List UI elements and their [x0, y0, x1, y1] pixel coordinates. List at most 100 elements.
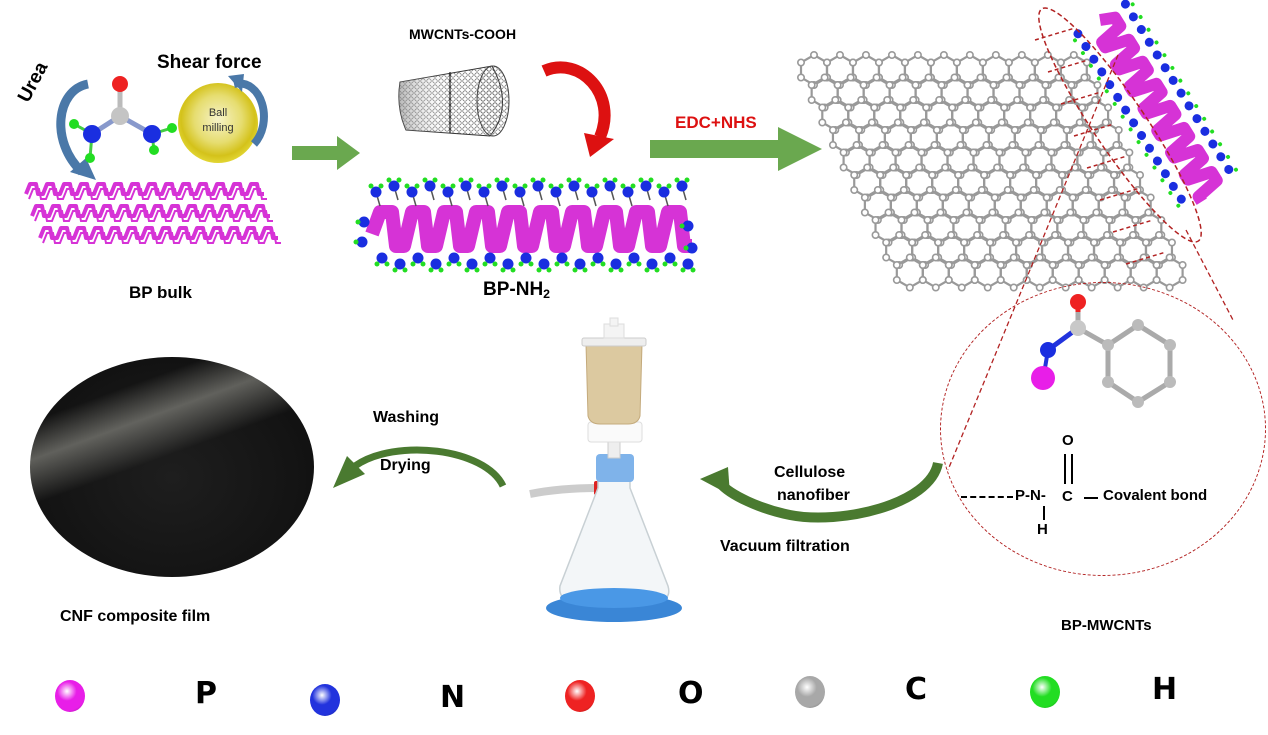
hydrogen-atom [510, 267, 516, 273]
carbon-atom [904, 141, 913, 150]
ball-milling-label-2: milling [202, 122, 234, 134]
carbon-atom [934, 238, 943, 247]
carbon-atom [1084, 171, 1093, 180]
carbon-atom [1027, 216, 1036, 225]
carbon-atom [960, 238, 969, 247]
graphene-sheet [797, 0, 1238, 292]
nitrogen-atom [1081, 41, 1091, 51]
hydrogen-atom [378, 183, 384, 189]
bp-nh2-label-sub: 2 [543, 287, 551, 302]
hydrogen-atom [1120, 114, 1125, 119]
carbon-atom [839, 148, 848, 157]
hydrogen-atom [374, 261, 380, 267]
carbon-atom [956, 141, 965, 150]
legend-label-c: C [905, 672, 928, 707]
carbon-atom [807, 96, 816, 105]
carbon-atom [996, 260, 1005, 269]
hydrogen-atom [636, 261, 642, 267]
hydrogen-atom [683, 245, 689, 251]
carbon-atom [1107, 186, 1116, 195]
hydrogen-atom [420, 261, 426, 267]
ball-milling-label-1: Ball [208, 107, 228, 119]
carbon-atom [850, 186, 859, 195]
nitrogen-atom [484, 252, 496, 264]
carbon-atom [910, 208, 919, 217]
nitrogen-atom [370, 186, 382, 198]
nitrogen-atom [376, 252, 388, 264]
hydrogen-atom [548, 183, 554, 189]
bp-nh2-label: BP-NH2 [483, 279, 550, 301]
hydrogen-atom [590, 261, 596, 267]
carbon-atom [880, 126, 889, 135]
carbon-atom [1023, 118, 1032, 127]
carbon-atom [1052, 103, 1061, 112]
carbon-atom [1103, 231, 1112, 240]
hydrogen-atom [1233, 167, 1238, 172]
carbon-atom [1152, 260, 1161, 269]
hydrogen-atom [1112, 101, 1117, 106]
carbon-atom [871, 216, 880, 225]
nitrogen-atom [1120, 0, 1130, 9]
carbon-atom [1038, 238, 1047, 247]
carbon-atom [1087, 253, 1096, 262]
carbon-atom [854, 126, 863, 135]
carbon-atom [921, 231, 930, 240]
hydrogen-atom [500, 267, 506, 273]
hydrogen-atom [618, 267, 624, 273]
nitrogen-atom [538, 258, 550, 270]
carbon-atom [954, 171, 963, 180]
dashed-connector [1047, 59, 1089, 73]
hydrogen-atom [1154, 40, 1159, 45]
hydrogen-atom [464, 267, 470, 273]
nitrogen-atom [1097, 67, 1107, 77]
hydrogen-atom [566, 177, 572, 183]
carbon-atom [982, 141, 991, 150]
carbon-atom [1104, 103, 1113, 112]
cellulose-label-2: nanofiber [777, 487, 850, 504]
carbon-atom [945, 118, 954, 127]
nitrogen-atom [514, 186, 526, 198]
carbon-atom [911, 81, 920, 90]
hydrogen-atom [402, 267, 408, 273]
hydrogen-atom [594, 183, 600, 189]
carbon-atom [818, 103, 827, 112]
single-bond [1084, 497, 1098, 499]
carbon-atom [850, 171, 859, 180]
hydrogen-atom [1218, 142, 1223, 147]
carbon-atom [1073, 148, 1082, 157]
nitrogen-atom [550, 186, 562, 198]
carbon-atom [983, 253, 992, 262]
carbon-atom [1157, 216, 1166, 225]
red-curved-arrow [541, 61, 614, 157]
carbon-atom [948, 103, 957, 112]
carbon-atom [1078, 103, 1087, 112]
hydrogen-atom [648, 177, 654, 183]
bond-detail-circle [940, 282, 1266, 576]
carbon-atom [871, 231, 880, 240]
nitrogen-atom [502, 258, 514, 270]
carbon-atom [986, 238, 995, 247]
filtration-curved-arrow [700, 461, 943, 523]
nitrogen-atom [478, 186, 490, 198]
carbon-atom [839, 163, 848, 172]
bp-nh2-label-main: BP-NH [483, 279, 544, 300]
carbon-atom [1080, 73, 1089, 82]
carbon-atom [1051, 231, 1060, 240]
hydrogen-atom [384, 261, 390, 267]
carbon-atom [1019, 163, 1028, 172]
nitrogen-atom [1152, 50, 1162, 60]
carbon-atom [987, 96, 996, 105]
nitrogen-atom [1129, 118, 1139, 128]
hydrogen-atom [1194, 104, 1199, 109]
carbon-atom [899, 186, 908, 195]
nitrogen-atom [1128, 12, 1138, 22]
carbon-atom [995, 148, 1004, 157]
carbon-atom [1090, 238, 1099, 247]
carbon-atom [1146, 193, 1155, 202]
hydrogen-atom [1160, 178, 1165, 183]
carbon-atom [989, 81, 998, 90]
graphene-ring [895, 256, 924, 289]
carbon-atom [965, 50, 974, 59]
carbon-atom [860, 193, 869, 202]
bp-bulk-layer-back [42, 232, 281, 244]
